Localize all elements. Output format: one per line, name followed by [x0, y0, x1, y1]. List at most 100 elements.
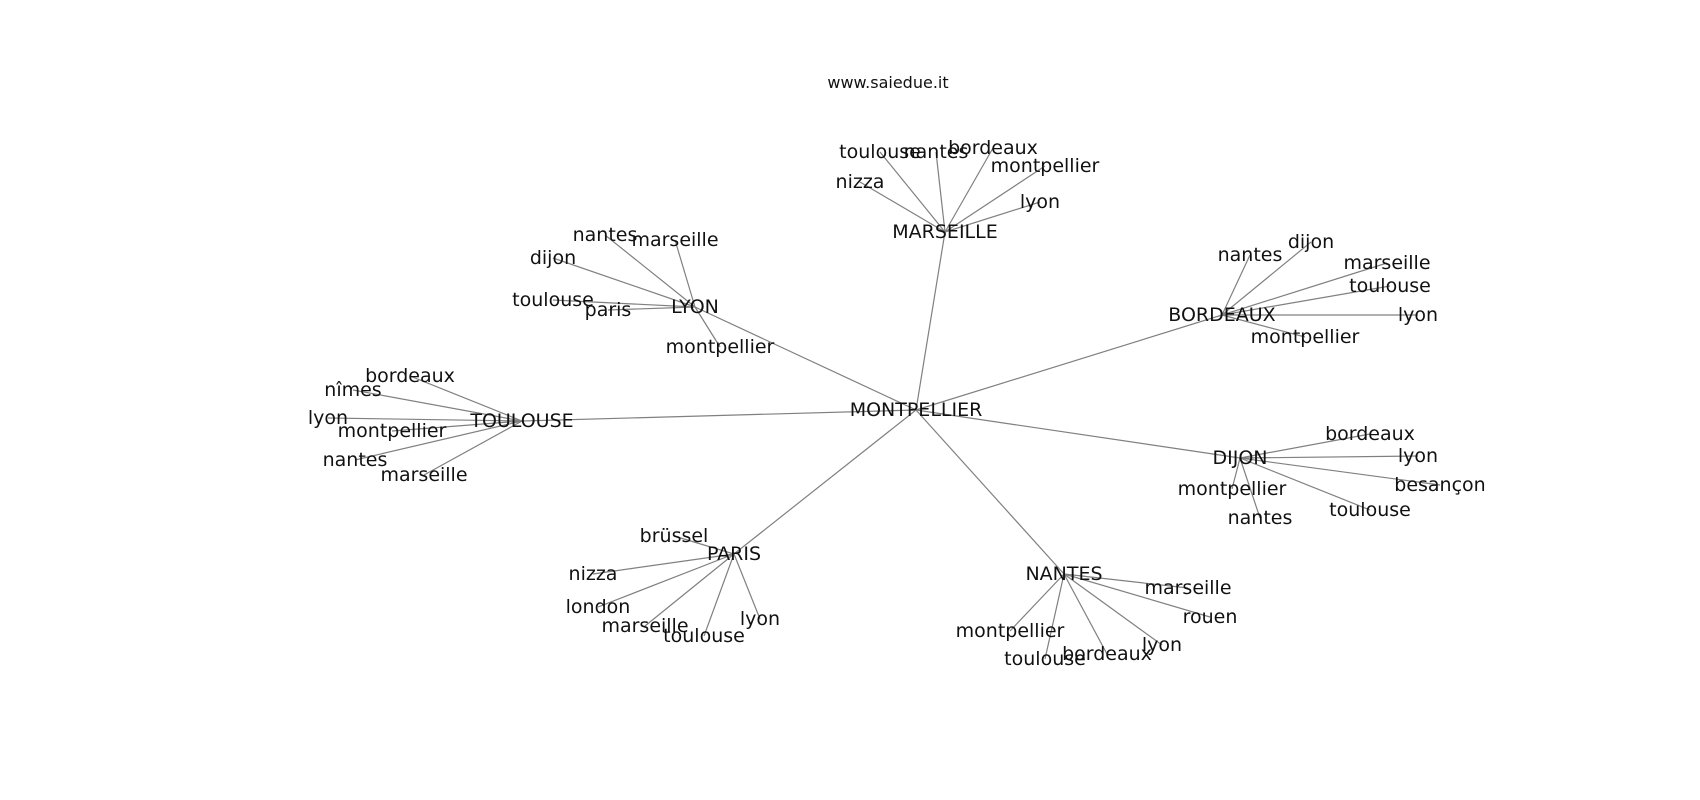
edge-lyon-0 — [604, 234, 696, 308]
leaf-node-dijon-4: toulouse — [1329, 499, 1411, 521]
edge-center-nantes — [915, 409, 1065, 575]
hub-node-dijon: DIJON — [1212, 447, 1267, 469]
edge-toulouse-5 — [423, 420, 523, 476]
leaf-node-lyon-2: dijon — [530, 247, 576, 269]
leaf-node-paris-3: marseille — [601, 615, 688, 637]
edge-bordeaux-3 — [1221, 285, 1391, 316]
leaf-node-lyon-4: paris — [585, 299, 632, 321]
leaf-node-toulouse-0: bordeaux — [365, 365, 455, 387]
leaf-node-dijon-0: bordeaux — [1325, 423, 1415, 445]
leaf-node-nantes-5: bordeaux — [1062, 643, 1152, 665]
edge-paris-2 — [597, 553, 735, 608]
hub-node-lyon: LYON — [671, 296, 719, 318]
edge-dijon-0 — [1239, 433, 1371, 459]
edge-marseille-0 — [879, 151, 946, 233]
edge-lyon-5 — [694, 306, 721, 348]
edge-dijon-3 — [1231, 457, 1241, 490]
hub-node-bordeaux: BORDEAUX — [1168, 304, 1275, 326]
edge-nantes-4 — [1044, 573, 1065, 660]
edge-paris-0 — [673, 535, 735, 555]
leaf-node-toulouse-1: nîmes — [324, 379, 381, 401]
edge-toulouse-1 — [352, 389, 523, 422]
leaf-node-bordeaux-2: marseille — [1343, 252, 1430, 274]
edge-dijon-4 — [1239, 457, 1371, 511]
edge-center-marseille — [915, 231, 946, 411]
edge-nantes-3 — [1063, 573, 1163, 646]
edge-center-dijon — [915, 409, 1241, 459]
edge-bordeaux-1 — [1221, 241, 1312, 316]
edge-bordeaux-2 — [1221, 262, 1388, 316]
edge-bordeaux-0 — [1221, 254, 1251, 316]
edge-dijon-2 — [1239, 457, 1441, 486]
edge-dijon-5 — [1239, 457, 1261, 519]
leaf-node-marseille-4: nizza — [836, 171, 885, 193]
edge-marseille-3 — [944, 165, 1046, 233]
leaf-node-nantes-4: toulouse — [1004, 648, 1086, 670]
edge-lyon-4 — [607, 306, 696, 311]
graph-labels: MONTPELLIERMARSEILLEtoulousenantesbordea… — [308, 137, 1486, 670]
edge-nantes-5 — [1063, 573, 1108, 655]
leaf-node-toulouse-5: marseille — [380, 464, 467, 486]
hub-node-marseille: MARSEILLE — [892, 221, 997, 243]
leaf-node-paris-0: brüssel — [640, 525, 709, 547]
leaf-node-paris-2: london — [566, 596, 631, 618]
edge-center-lyon — [694, 306, 917, 411]
edge-marseille-5 — [944, 201, 1041, 233]
edge-nantes-0 — [1063, 573, 1189, 589]
leaf-node-toulouse-2: lyon — [308, 407, 348, 429]
hub-node-toulouse: TOULOUSE — [469, 410, 573, 432]
leaf-node-nantes-3: lyon — [1142, 634, 1182, 656]
leaf-node-nantes-1: rouen — [1183, 606, 1238, 628]
hub-node-nantes: NANTES — [1025, 563, 1102, 585]
leaf-node-marseille-3: montpellier — [991, 155, 1100, 177]
edge-bordeaux-5 — [1221, 314, 1306, 338]
edge-marseille-1 — [935, 151, 946, 233]
center-node-label: MONTPELLIER — [850, 399, 983, 421]
leaf-node-nantes-2: montpellier — [956, 620, 1065, 642]
leaf-node-paris-1: nizza — [569, 563, 618, 585]
leaf-node-bordeaux-5: montpellier — [1251, 326, 1360, 348]
leaf-node-toulouse-3: montpellier — [338, 420, 447, 442]
edge-lyon-2 — [552, 257, 696, 308]
leaf-node-toulouse-4: nantes — [323, 449, 388, 471]
leaf-node-marseille-1: nantes — [904, 141, 969, 163]
leaf-node-bordeaux-1: dijon — [1288, 231, 1334, 253]
leaf-node-paris-5: lyon — [740, 608, 780, 630]
leaf-node-lyon-3: toulouse — [512, 289, 594, 311]
edge-paris-3 — [644, 553, 735, 627]
leaf-node-bordeaux-4: lyon — [1398, 304, 1438, 326]
edge-lyon-3 — [552, 299, 696, 308]
edge-marseille-4 — [859, 181, 946, 233]
edge-toulouse-3 — [391, 420, 523, 432]
edge-center-bordeaux — [915, 314, 1223, 411]
edge-marseille-2 — [944, 147, 994, 233]
leaf-node-dijon-1: lyon — [1398, 445, 1438, 467]
edge-toulouse-4 — [354, 420, 523, 461]
site-title: www.saiedue.it — [827, 73, 948, 92]
edge-center-toulouse — [521, 409, 917, 422]
leaf-node-dijon-3: montpellier — [1178, 478, 1287, 500]
leaf-node-paris-4: toulouse — [663, 625, 745, 647]
edge-center-paris — [733, 409, 917, 555]
edge-toulouse-2 — [327, 417, 523, 422]
graph-edges — [327, 147, 1441, 660]
leaf-node-marseille-2: bordeaux — [948, 137, 1038, 159]
edge-paris-1 — [592, 553, 735, 575]
leaf-node-bordeaux-0: nantes — [1218, 244, 1283, 266]
leaf-node-dijon-2: besançon — [1394, 474, 1485, 496]
edge-nantes-1 — [1063, 573, 1211, 618]
hub-node-paris: PARIS — [707, 543, 761, 565]
leaf-node-nantes-0: marseille — [1144, 577, 1231, 599]
edge-nantes-2 — [1009, 573, 1065, 632]
leaf-node-marseille-0: toulouse — [839, 141, 921, 163]
edge-dijon-1 — [1239, 455, 1419, 459]
leaf-node-bordeaux-3: toulouse — [1349, 275, 1431, 297]
edge-lyon-1 — [674, 239, 696, 308]
edge-paris-4 — [703, 553, 735, 637]
edge-toulouse-0 — [409, 375, 523, 422]
leaf-node-lyon-0: nantes — [573, 224, 638, 246]
leaf-node-dijon-5: nantes — [1228, 507, 1293, 529]
leaf-node-lyon-1: marseille — [631, 229, 718, 251]
edge-paris-5 — [733, 553, 761, 620]
